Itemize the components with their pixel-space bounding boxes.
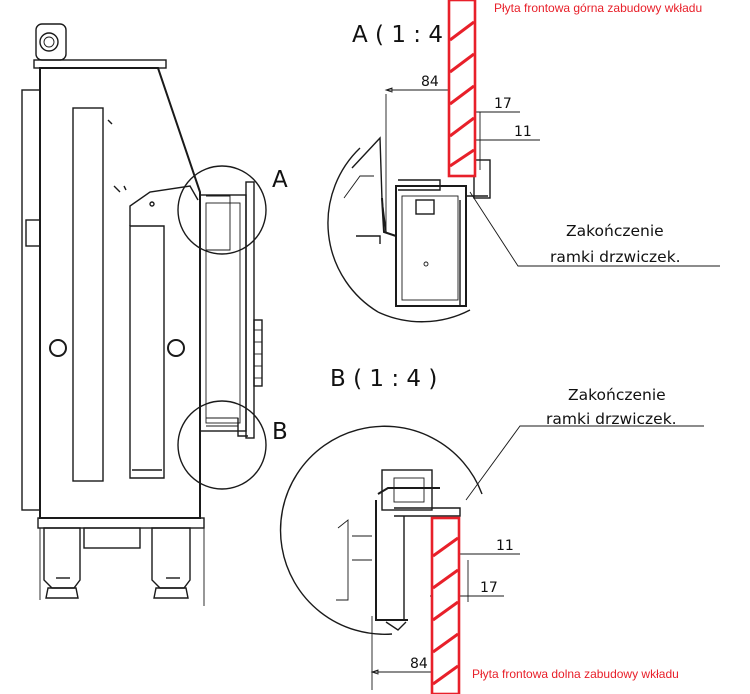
back-panel	[21, 89, 41, 511]
note-b-line2: ramki drzwiczek.	[546, 410, 677, 428]
door-frame	[199, 194, 247, 432]
dim-b-17: 17	[480, 580, 498, 596]
bottom-front-plate	[430, 516, 461, 694]
callout-circle-b	[177, 400, 267, 490]
callout-label-b: B	[272, 419, 288, 445]
note-b-line1: Zakończenie	[568, 386, 666, 404]
note-a-line2: ramki drzwiczek.	[550, 248, 681, 266]
detail-b	[279, 425, 704, 690]
dim-a-17: 17	[494, 96, 512, 112]
body-hole-left	[49, 339, 67, 357]
callout-label-a: A	[272, 167, 288, 193]
callout-circle-a	[177, 165, 267, 255]
right-slot	[129, 225, 165, 479]
bottom-plate-label: Płyta frontowa dolna zabudowy wkładu	[472, 667, 679, 681]
detail-b-circle	[279, 425, 483, 635]
top-plate	[33, 59, 167, 69]
top-plate-label: Płyta frontowa górna zabudowy wkładu	[494, 1, 702, 15]
dim-b-84: 84	[410, 656, 428, 672]
left-slot	[72, 107, 104, 482]
note-b-leader	[465, 425, 704, 501]
note-a-leader	[469, 191, 720, 267]
leg-left	[43, 527, 81, 589]
door-handle	[253, 319, 263, 387]
dim-a-84: 84	[421, 74, 439, 90]
dim-a-11: 11	[514, 124, 532, 140]
body-outline	[39, 67, 201, 519]
detail-a-title: A ( 1 : 4 )	[352, 22, 459, 48]
detail-b-title: B ( 1 : 4 )	[330, 366, 437, 392]
top-lug-hole	[39, 32, 59, 52]
dim-b-11: 11	[496, 538, 514, 554]
leg-right	[151, 527, 191, 589]
body-hole-right	[167, 339, 185, 357]
note-a-line1: Zakończenie	[566, 222, 664, 240]
base-plate	[37, 517, 205, 529]
top-front-plate	[447, 0, 477, 178]
fireplace-side-view	[21, 23, 267, 606]
detail-a-circle	[327, 147, 379, 313]
detail-a	[327, 87, 720, 323]
